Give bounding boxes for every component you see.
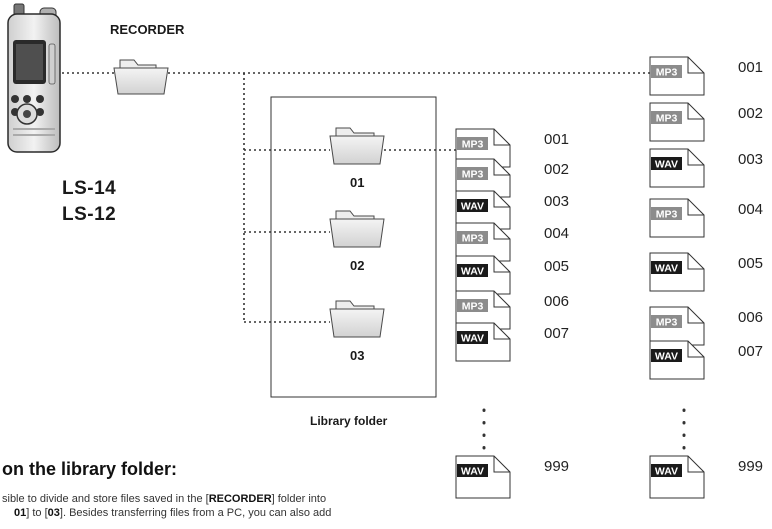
file-number: 001	[544, 131, 570, 148]
file-number: 005	[544, 258, 570, 275]
file-number: 004	[544, 225, 570, 242]
file-number: 004	[738, 201, 764, 218]
svg-text:WAV: WAV	[655, 263, 678, 275]
file-type-badge: MP3	[651, 207, 682, 221]
svg-text:MP3: MP3	[462, 233, 484, 245]
file-type-badge: WAV	[651, 261, 682, 275]
folder-icon	[329, 210, 385, 248]
file-type-badge: WAV	[651, 157, 682, 171]
file-number: 999	[544, 458, 570, 475]
svg-text:WAV: WAV	[461, 333, 484, 345]
library-folder-box	[270, 96, 437, 398]
folder-label: 03	[350, 348, 365, 363]
file-number: 002	[544, 161, 570, 178]
svg-text:WAV: WAV	[461, 201, 484, 213]
svg-text:WAV: WAV	[461, 266, 484, 278]
file-number: 001	[738, 59, 764, 76]
file-number: 007	[544, 325, 570, 342]
file-type-badge: WAV	[457, 464, 488, 478]
file-type-badge: MP3	[651, 315, 682, 329]
file-type-badge: WAV	[651, 349, 682, 363]
folder-icon	[329, 300, 385, 338]
file-number: 002	[738, 105, 764, 122]
svg-text:WAV: WAV	[461, 466, 484, 478]
file-type-badge: MP3	[457, 299, 488, 313]
svg-text:MP3: MP3	[462, 169, 484, 181]
file-type-badge: WAV	[457, 264, 488, 278]
folder-icon	[329, 127, 385, 165]
model-name: LS-14	[62, 178, 117, 199]
file-type-badge: MP3	[457, 231, 488, 245]
file-number: 006	[738, 309, 764, 326]
file-number: 999	[738, 458, 764, 475]
info-text-line2: 01] to [03]. Besides transferring files …	[14, 507, 332, 519]
library-caption: Library folder	[310, 414, 388, 428]
folder-label: 02	[350, 258, 365, 273]
file-type-badge: MP3	[457, 137, 488, 151]
info-text-line1: sible to divide and store files saved in…	[2, 493, 327, 505]
recorder-label: RECORDER	[110, 22, 185, 37]
svg-text:MP3: MP3	[656, 209, 678, 221]
file-number: 007	[738, 343, 764, 360]
svg-text:WAV: WAV	[655, 466, 678, 478]
file-number: 005	[738, 255, 764, 272]
svg-text:MP3: MP3	[462, 139, 484, 151]
svg-text:WAV: WAV	[655, 159, 678, 171]
file-type-badge: WAV	[457, 199, 488, 213]
connector-lines	[62, 72, 686, 454]
file-type-badge: WAV	[651, 464, 682, 478]
recorder-folder-icon	[113, 59, 169, 95]
voice-recorder-icon	[7, 3, 61, 153]
file-type-badge: WAV	[457, 331, 488, 345]
file-number: 003	[738, 151, 764, 168]
file-number: 003	[544, 193, 570, 210]
svg-text:MP3: MP3	[462, 301, 484, 313]
file-type-badge: MP3	[457, 167, 488, 181]
file-type-badge: MP3	[651, 65, 682, 79]
file-number: 006	[544, 293, 570, 310]
folder-label: 01	[350, 175, 365, 190]
svg-text:MP3: MP3	[656, 113, 678, 125]
svg-text:WAV: WAV	[655, 351, 678, 363]
svg-text:MP3: MP3	[656, 67, 678, 79]
svg-text:MP3: MP3	[656, 317, 678, 329]
info-title: on the library folder:	[2, 459, 178, 479]
file-type-badge: MP3	[651, 111, 682, 125]
model-name: LS-12	[62, 204, 117, 225]
